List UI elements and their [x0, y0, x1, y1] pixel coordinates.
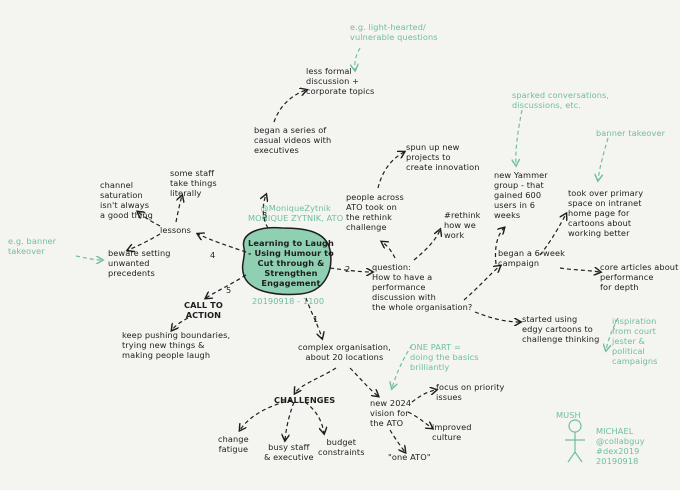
- vision-focus: focus on priority issues: [436, 382, 505, 402]
- branch-number-3: 3: [262, 210, 268, 220]
- node-rethink-hashtag: #rethink how we work: [444, 210, 481, 240]
- node-edgy-cartoons: started using edgy cartoons to challenge…: [522, 314, 600, 344]
- node-campaign: began a 6-week campaign: [498, 248, 565, 268]
- signature-mush: MUSH: [556, 410, 581, 420]
- note-inspiration: inspiration from court jester & politica…: [612, 316, 658, 366]
- branch-number-4: 4: [210, 250, 216, 260]
- note-eg-banner: e.g. banner takeover: [8, 236, 57, 256]
- lesson-some-staff: some staff take things literally: [170, 168, 217, 198]
- node-took-over: took over primary space on intranet home…: [568, 188, 644, 238]
- challenge-budget: budget constraints: [318, 437, 365, 457]
- challenge-busy-staff: busy staff & executive: [264, 442, 314, 462]
- center-code: 20190918 - 1100: [252, 296, 325, 306]
- note-eg-light-hearted: e.g. light-hearted/ vulnerable questions: [350, 22, 438, 42]
- center-author: @MoniqueZytnik MONIQUE ZYTNIK, ATO: [248, 203, 344, 223]
- center-node-shape: [241, 226, 332, 296]
- node-call-to-action: CALL TO ACTION: [184, 300, 223, 320]
- node-video-series: began a series of casual videos with exe…: [254, 125, 332, 155]
- note-sparked: sparked conversations, discussions, etc.: [512, 90, 610, 110]
- vision-culture: improved culture: [432, 422, 472, 442]
- node-challenges: CHALLENGES: [274, 395, 336, 405]
- signature-name: MICHAEL @collabguy #dex2019 20190918: [596, 426, 645, 466]
- branch-number-1: 1: [313, 314, 319, 324]
- note-one-part: ONE PART = doing the basics brilliantly: [410, 342, 479, 372]
- vision-one-ato: "one ATO": [388, 452, 431, 462]
- node-people-across-ato: people across ATO took on the rethink ch…: [346, 192, 404, 232]
- lesson-channel-saturation: channel saturation isn't always a good t…: [100, 180, 153, 220]
- challenge-change-fatigue: change fatigue: [218, 434, 249, 454]
- signature-figure: [565, 419, 585, 463]
- branch-number-2: 2: [345, 264, 351, 274]
- note-banner-takeover: banner takeover: [596, 128, 666, 138]
- node-spun-up-projects: spun up new projects to create innovatio…: [406, 142, 480, 172]
- node-core-articles: core articles about performance for dept…: [600, 262, 679, 292]
- node-less-formal: less formal discussion + corporate topic…: [306, 66, 375, 96]
- node-vision: new 2024 vision for the ATO: [370, 398, 412, 428]
- node-question: question: How to have a performance disc…: [372, 262, 473, 312]
- center-title: Learning to Laugh - Using Humour to Cut …: [248, 238, 334, 288]
- node-yammer: new Yammer group - that gained 600 users…: [494, 170, 548, 220]
- node-complex-org: complex organisation, about 20 locations: [298, 342, 391, 362]
- node-keep-pushing: keep pushing boundaries, trying new thin…: [122, 330, 231, 360]
- lesson-beware: beware setting unwanted precedents: [108, 248, 171, 278]
- node-lessons: lessons: [160, 225, 192, 235]
- branch-number-5: 5: [226, 285, 232, 295]
